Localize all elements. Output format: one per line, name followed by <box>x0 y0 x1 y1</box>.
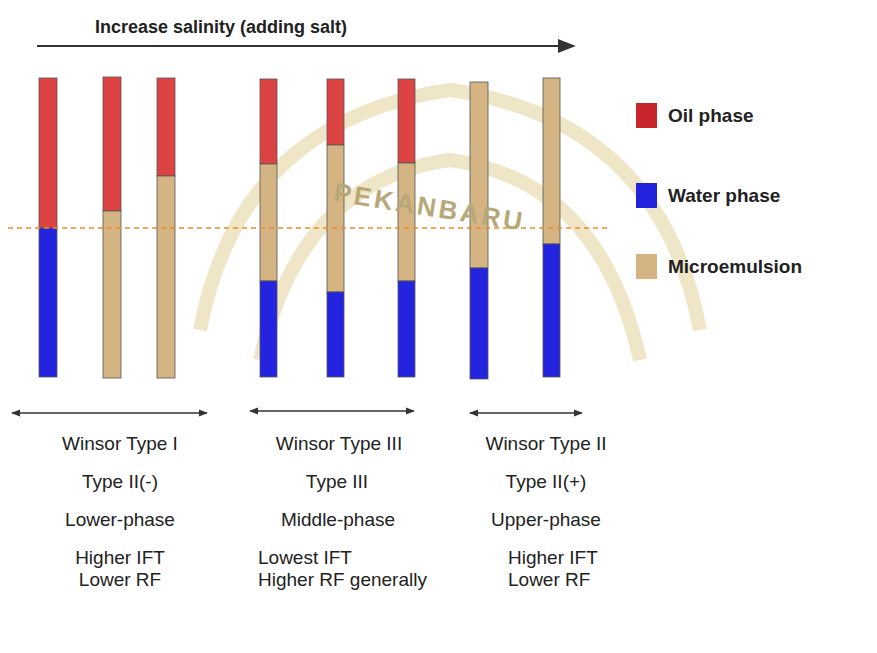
type-label: Type III <box>306 471 368 493</box>
phase-segment <box>260 79 277 164</box>
type-label: Upper-phase <box>491 509 601 531</box>
type-label: Type II(+) <box>506 471 587 493</box>
type-label: Lower RF <box>79 569 161 591</box>
type-label: Winsor Type II <box>485 433 606 455</box>
phase-segment <box>470 82 488 268</box>
type-label: Lower-phase <box>65 509 175 531</box>
phase-segment <box>327 145 344 292</box>
phase-segment <box>260 164 277 281</box>
tube <box>470 82 488 379</box>
phase-segment <box>327 292 344 377</box>
type-label: Middle-phase <box>281 509 395 531</box>
legend-swatch <box>636 254 657 279</box>
phase-segment <box>103 77 121 211</box>
legend-text: Water phase <box>668 185 780 207</box>
phase-segment <box>157 78 175 176</box>
legend-text: Microemulsion <box>668 256 802 278</box>
type-label: Winsor Type III <box>276 433 402 455</box>
phase-segment <box>103 211 121 378</box>
type-label: Higher RF generally <box>258 569 427 591</box>
bracket-arrow <box>470 412 582 414</box>
legend-swatch <box>636 103 657 128</box>
legend-text: Oil phase <box>668 105 754 127</box>
legend-swatch <box>636 183 657 208</box>
type-label: Higher IFT <box>508 547 598 569</box>
phase-segment <box>398 79 415 163</box>
phase-segment <box>543 78 560 244</box>
phase-segment <box>260 281 277 377</box>
type-label: Type II(-) <box>82 471 158 493</box>
phase-segment <box>39 78 57 228</box>
bracket-arrows <box>12 411 582 413</box>
phase-segment <box>398 163 415 281</box>
phase-segment <box>398 281 415 377</box>
phase-segment <box>327 79 344 145</box>
diagram-title: Increase salinity (adding salt) <box>95 16 347 38</box>
bracket-arrow <box>12 412 207 414</box>
salinity-arrow <box>37 45 574 47</box>
phase-segment <box>470 268 488 379</box>
type-label: Lower RF <box>508 569 590 591</box>
type-label: Winsor Type I <box>62 433 178 455</box>
watermark-text: PEKANBARU <box>333 181 527 233</box>
type-label: Higher IFT <box>75 547 165 569</box>
bracket-arrow <box>250 410 414 412</box>
type-label: Lowest IFT <box>258 547 352 569</box>
phase-segment <box>157 176 175 378</box>
phase-segment <box>39 228 57 377</box>
phase-segment <box>543 244 560 377</box>
